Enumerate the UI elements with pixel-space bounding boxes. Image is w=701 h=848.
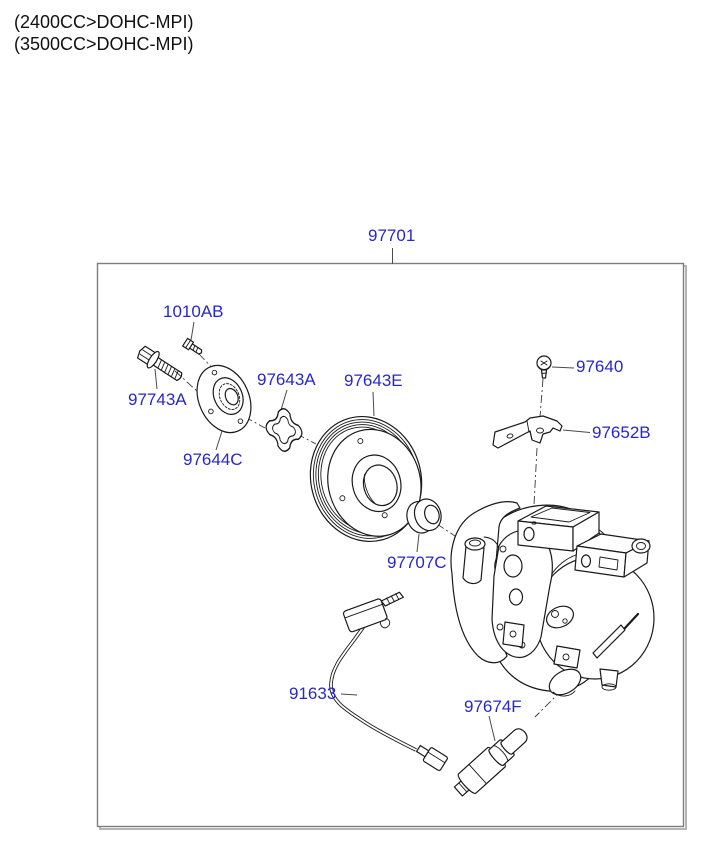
part-label-91633-wire-harness[interactable]: 91633 <box>289 684 337 703</box>
engine-spec-line-2: (3500CC>DOHC-MPI) <box>14 34 194 54</box>
part-label-97640-screw[interactable]: 97640 <box>576 357 624 376</box>
drawing-compressor <box>450 501 655 697</box>
part-label-97674F-control-valve[interactable]: 97674F <box>464 697 522 716</box>
part-label-97701-compressor-assy[interactable]: 97701 <box>368 226 416 245</box>
drawing-pulley <box>309 415 423 543</box>
part-label-97743A-bolt[interactable]: 97743A <box>128 390 187 409</box>
drawing-control-valve <box>453 728 528 797</box>
drawing-wire-harness <box>329 591 448 772</box>
part-label-1010AB-bolt[interactable]: 1010AB <box>163 302 224 321</box>
drawing-bracket <box>492 415 563 449</box>
drawing-screw <box>536 355 552 379</box>
part-label-97707C-bearing[interactable]: 97707C <box>387 553 447 572</box>
part-label-97644C-hub-disc[interactable]: 97644C <box>183 450 243 469</box>
drawing-bolt-small <box>182 337 203 355</box>
part-label-97643A-snap-ring[interactable]: 97643A <box>257 370 316 389</box>
drawing-snap-ring <box>265 408 303 452</box>
drawing-bolt-hex <box>137 345 183 381</box>
engine-spec-line-1: (2400CC>DOHC-MPI) <box>14 12 194 32</box>
leader-lines <box>154 248 591 742</box>
part-label-97652B-bracket[interactable]: 97652B <box>592 423 651 442</box>
part-label-97643E-pulley[interactable]: 97643E <box>344 371 403 390</box>
drawing-bearing-cover <box>406 498 442 534</box>
drawing-hub-disc <box>196 364 252 434</box>
